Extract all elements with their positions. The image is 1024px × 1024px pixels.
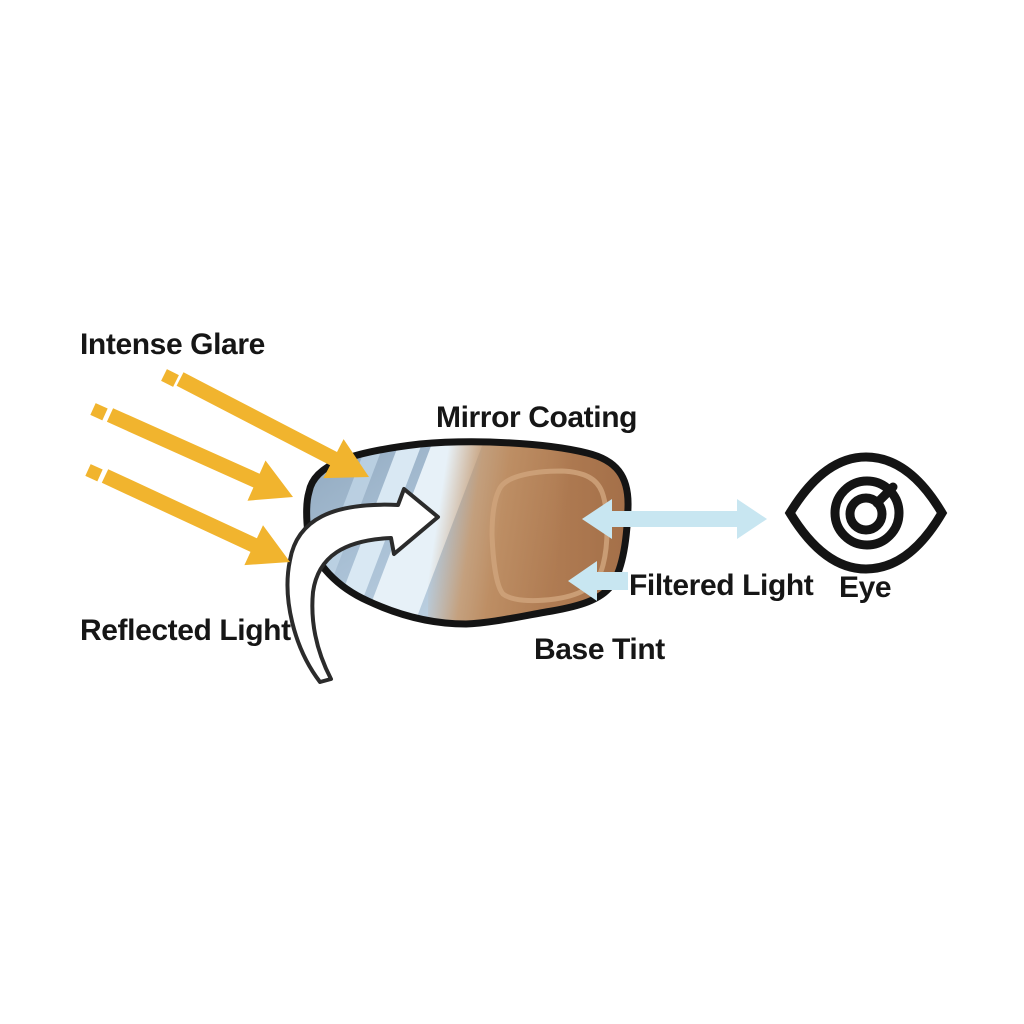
glare-arrow <box>176 372 369 479</box>
glare-arrow <box>106 408 294 501</box>
eye-outline <box>784 452 948 574</box>
reflected-arrow-icon <box>285 487 440 684</box>
glare-arrow-tail-dash <box>85 464 103 482</box>
intense-glare-label: Intense Glare <box>80 328 265 361</box>
eye-glint-line <box>872 482 898 508</box>
filtered-arrow-icon <box>568 499 767 601</box>
glare-arrow-tail-dash <box>161 369 179 387</box>
glare-arrow-tail-dash <box>90 403 108 421</box>
eye-iris <box>830 476 904 550</box>
eye-label: Eye <box>839 571 892 604</box>
filtered-light-left-arrow <box>568 561 628 601</box>
reflected-arrow-shape <box>285 487 440 684</box>
eye-pupil <box>845 493 887 535</box>
glare-arrow <box>101 469 290 566</box>
base-tint-label: Base Tint <box>534 633 665 666</box>
reflected-light-label: Reflected Light <box>80 614 291 647</box>
glare-arrow-icon <box>85 369 369 566</box>
lens-frame-outline <box>303 438 632 628</box>
filtered-light-label: Filtered Light <box>629 569 814 602</box>
eye-icon <box>784 452 948 574</box>
mirror-coating-label: Mirror Coating <box>436 401 638 434</box>
filtered-light-double-arrow <box>582 499 767 539</box>
